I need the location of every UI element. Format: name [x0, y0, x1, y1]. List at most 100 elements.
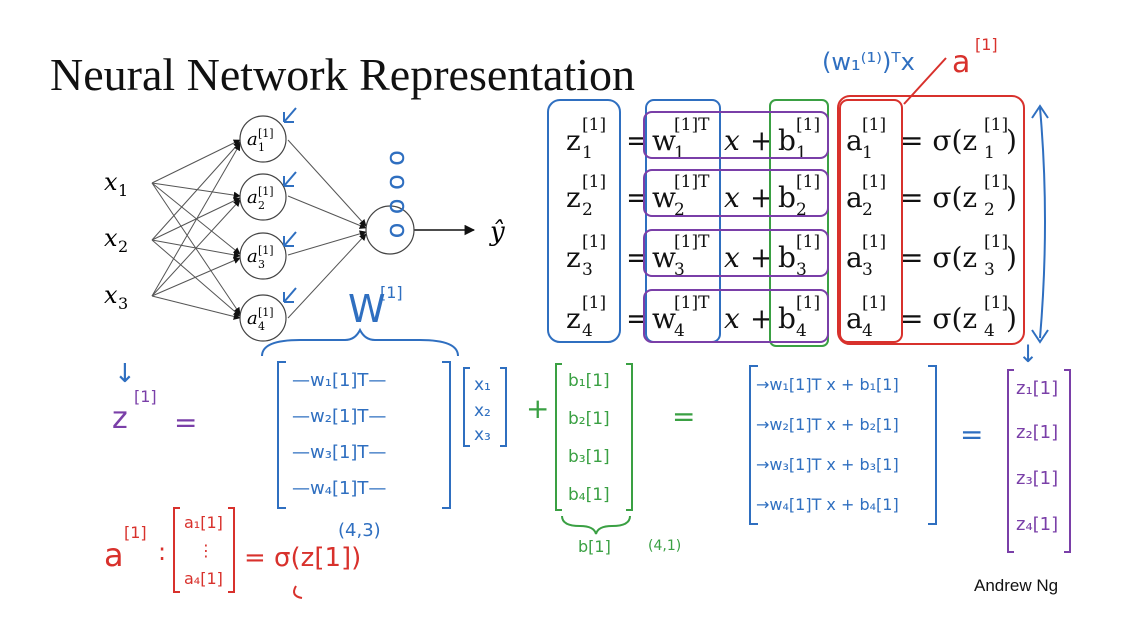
hidden-node-4-sub: 4	[258, 320, 265, 333]
eq4-sigma: = σ(z	[900, 302, 977, 335]
eq4-zsup: [1]	[582, 293, 606, 313]
hidden-node-3-sub: 3	[258, 258, 265, 271]
svg-text:+: +	[750, 241, 773, 274]
svg-text:+: +	[750, 302, 773, 335]
eq1-x: x	[724, 124, 740, 157]
eq4-w: w	[652, 302, 676, 335]
eq1-wsub: 1	[674, 143, 685, 163]
eq1-z: z	[566, 124, 581, 157]
W-row-2: —w₂[1]T—	[292, 406, 386, 427]
b-vec-2: b₂[1]	[568, 409, 610, 429]
eq3-zsup: [1]	[582, 232, 606, 252]
eq1-asup: [1]	[862, 115, 886, 135]
eq1-zsub: 1	[582, 143, 593, 163]
eq1-sigma: = σ(z	[900, 124, 977, 157]
hidden-node-3-sup: [1]	[258, 244, 274, 257]
hidden-node-2-base: a	[247, 187, 258, 208]
eq3-zsup2: [1]	[984, 232, 1008, 252]
slide-title: Neural Network Representation	[50, 49, 636, 100]
eq2-sigma: = σ(z	[900, 181, 977, 214]
input-x1-base: x	[104, 168, 118, 196]
output-node	[365, 205, 415, 255]
eq4-a: a	[846, 302, 863, 335]
eq2-z: z	[566, 181, 581, 214]
W-shape: (4,3)	[338, 520, 381, 541]
hidden-node-2-sup: [1]	[258, 185, 274, 198]
hidden-node-2-sub: 2	[258, 199, 265, 212]
eq4-wsup: [1]T	[674, 293, 710, 313]
eq2-x: x	[724, 181, 740, 214]
eq3-z: z	[566, 241, 581, 274]
eq4-wsub: 4	[674, 321, 685, 341]
input-x2: x 2	[104, 224, 128, 256]
a-vec-4: a₄[1]	[184, 569, 223, 588]
W-label: W	[348, 287, 386, 331]
eq1-wsup: [1]T	[674, 115, 710, 135]
eq4-bsup: [1]	[796, 293, 820, 313]
eq3-asub: 3	[862, 260, 873, 280]
eq1-zsub2: 1	[984, 143, 995, 163]
eq1-asub: 1	[862, 143, 873, 163]
typed-equation-4: z [1] 4 = w [1]T 4 x + b [1] 4 a [1] 4 =…	[566, 293, 1017, 341]
eq1-bsup: [1]	[796, 115, 820, 135]
svg-text:+: +	[750, 181, 773, 214]
eq3-wsup: [1]T	[674, 232, 710, 252]
eq3-bsub: 3	[796, 260, 807, 280]
z-sup: [1]	[134, 387, 157, 406]
eq3-x: x	[724, 241, 740, 274]
hidden-node-1-sub: 1	[258, 141, 265, 154]
eq2-bsub: 2	[796, 200, 807, 220]
z-equals: =	[174, 406, 197, 439]
result-vector	[749, 365, 937, 525]
hidden-node-1-sup: [1]	[258, 127, 274, 140]
eq4-close: )	[1006, 302, 1017, 335]
result-row-1: →w₁[1]T x + b₁[1]	[756, 375, 899, 394]
eq4-asub: 4	[862, 321, 873, 341]
equals-sign-1: =	[672, 400, 695, 433]
W-brace	[261, 327, 459, 357]
sigma-hook	[293, 585, 303, 599]
eq2-wsub: 2	[674, 200, 685, 220]
eq4-b: b	[778, 302, 796, 335]
eq4-zsub: 4	[582, 321, 593, 341]
eq1-b: b	[778, 124, 796, 157]
a-label: a	[104, 536, 124, 574]
x-vector	[463, 367, 507, 447]
a-vec-dots: ⋮	[198, 541, 214, 560]
eq2-asub: 2	[862, 200, 873, 220]
note-w-transpose-x: (w₁⁽¹⁾)ᵀx	[822, 48, 915, 76]
note-a-sup: [1]	[975, 35, 998, 54]
note-circles: o o o o	[383, 150, 413, 238]
annotation-arrows-blue	[283, 107, 297, 303]
x-vec-3: x₃	[474, 425, 491, 445]
eq1-bsub: 1	[796, 143, 807, 163]
W-row-3: —w₃[1]T—	[292, 442, 386, 463]
W-sup: [1]	[380, 283, 403, 302]
input-x2-base: x	[104, 224, 118, 252]
equals-sign-2: =	[960, 418, 983, 451]
z-vec-1: z₁[1]	[1016, 378, 1058, 399]
hidden-node-4-base: a	[247, 308, 258, 329]
eq3-bsup: [1]	[796, 232, 820, 252]
hidden-node-1: a [1] 1	[239, 115, 287, 163]
eq3-zsub2: 3	[984, 260, 995, 280]
result-row-3: →w₃[1]T x + b₃[1]	[756, 455, 899, 474]
eq3-b: b	[778, 241, 796, 274]
hidden-node-4-sup: [1]	[258, 306, 274, 319]
b-vector	[555, 363, 633, 535]
sigma-expression: = σ(z[1])	[244, 543, 361, 573]
hidden-node-3-base: a	[247, 246, 258, 267]
hidden-node-1-base: a	[247, 129, 258, 150]
equation-highlight-boxes	[547, 57, 1049, 347]
z-vec-4: z₄[1]	[1016, 514, 1058, 535]
input-x3-sub: 3	[118, 294, 128, 313]
down-arrow-icon: ↓	[114, 359, 136, 389]
result-row-4: →w₄[1]T x + b₄[1]	[756, 495, 899, 514]
eq1-close: )	[1006, 124, 1017, 157]
eq2-w: w	[652, 181, 676, 214]
output-y-hat: ŷ	[489, 217, 505, 247]
eq2-wsup: [1]T	[674, 172, 710, 192]
eq1-zsup2: [1]	[984, 115, 1008, 135]
